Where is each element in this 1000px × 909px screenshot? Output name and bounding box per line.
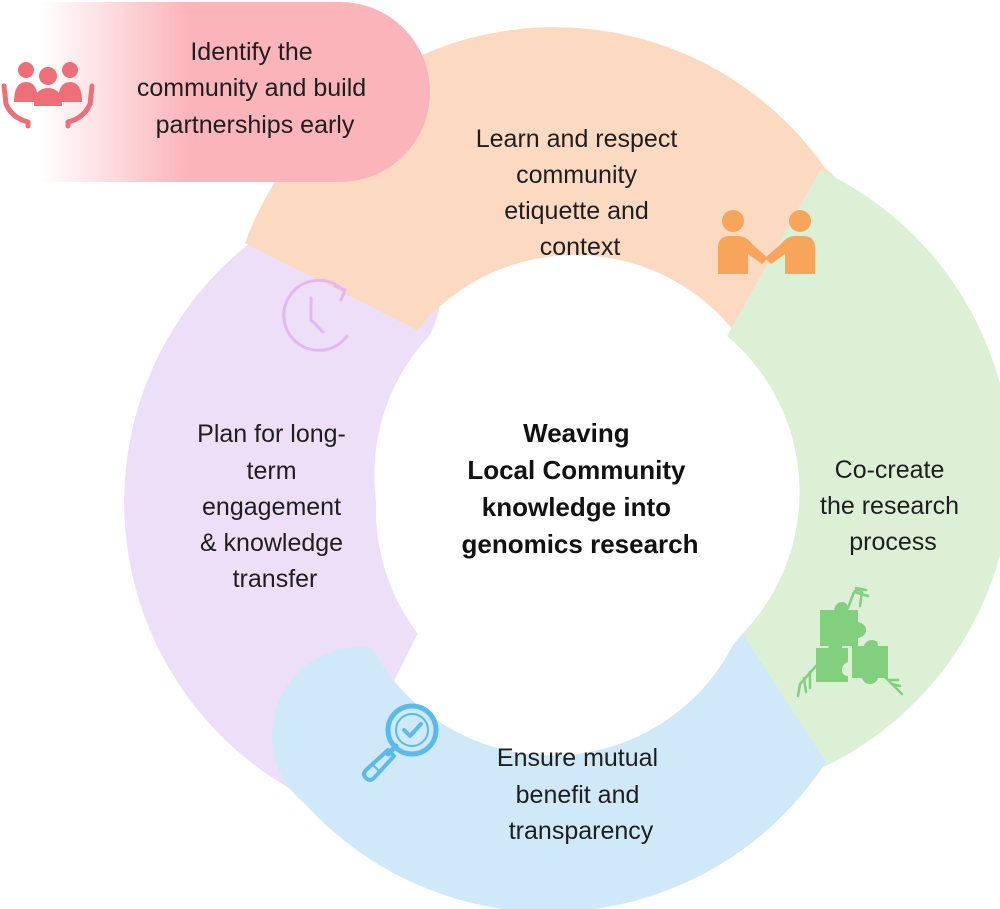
segment-cocreate <box>727 170 1000 767</box>
center-line-4: genomics research <box>461 529 698 559</box>
handshake-icon <box>718 210 815 274</box>
center-line-3: knowledge into <box>482 492 671 522</box>
center-line-2: Local Community <box>467 455 686 485</box>
step-cocreate-text: Co-create the research process <box>820 456 966 556</box>
step-cocreate-line-1: Co-create <box>835 456 945 484</box>
step-ensure-line-1: Ensure mutual <box>497 744 658 772</box>
step-identify-text: Identify the community and build partner… <box>137 38 373 139</box>
step-learn-line-4: context <box>540 233 621 261</box>
step-cocreate-line-2: the research <box>820 492 959 520</box>
center-circle <box>376 306 784 714</box>
step-plan-line-1: Plan for long- <box>197 420 346 448</box>
step-plan-line-2: term <box>247 457 297 485</box>
step-identify-line-3: partnerships early <box>156 111 355 139</box>
step-ensure-text: Ensure mutual benefit and transparency <box>497 744 665 845</box>
step-ensure-line-3: transparency <box>509 817 654 845</box>
step-learn-line-3: etiquette and <box>504 197 649 225</box>
step-plan-line-4: & knowledge <box>200 529 343 557</box>
center-title: Weaving Local Community knowledge into g… <box>461 418 698 559</box>
step-identify-line-1: Identify the <box>190 38 312 66</box>
step-learn-line-2: community <box>516 161 637 189</box>
step-plan-line-5: transfer <box>233 565 318 593</box>
step-cocreate-line-3: process <box>849 528 937 556</box>
step-learn-text: Learn and respect community etiquette an… <box>476 125 684 261</box>
magnifier-check-icon <box>362 703 439 782</box>
puzzle-hands-icon <box>796 586 904 698</box>
step-learn-line-1: Learn and respect <box>476 125 678 153</box>
step-plan-text: Plan for long- term engagement & knowled… <box>197 420 353 593</box>
segment-ensure <box>271 630 826 909</box>
step-identify-line-2: community and build <box>137 74 366 102</box>
community-hands-icon <box>1 62 95 129</box>
step-ensure-line-2: benefit and <box>516 781 640 809</box>
step-plan-line-3: engagement <box>202 493 341 521</box>
center-line-1: Weaving <box>523 418 629 448</box>
clock-icon <box>282 278 349 352</box>
segment-identify <box>40 2 430 182</box>
